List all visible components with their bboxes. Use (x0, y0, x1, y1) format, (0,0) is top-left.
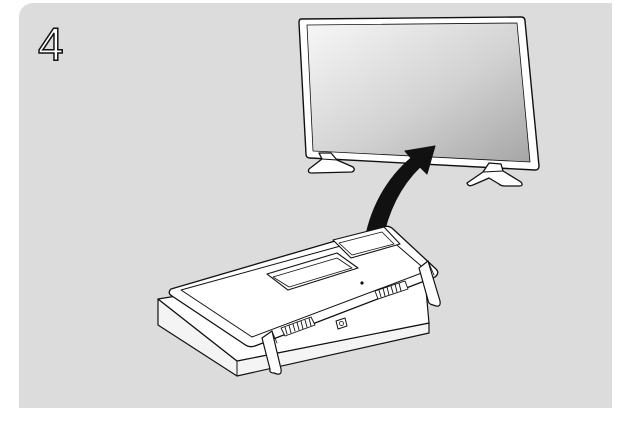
lift-arrow-icon (364, 145, 436, 243)
tv-upright-icon (298, 16, 540, 187)
assembly-illustration (157, 16, 540, 377)
instruction-panel: 4 (19, 3, 612, 408)
step-number: 4 (37, 18, 64, 70)
tv-facedown-on-packaging-icon (157, 225, 441, 377)
